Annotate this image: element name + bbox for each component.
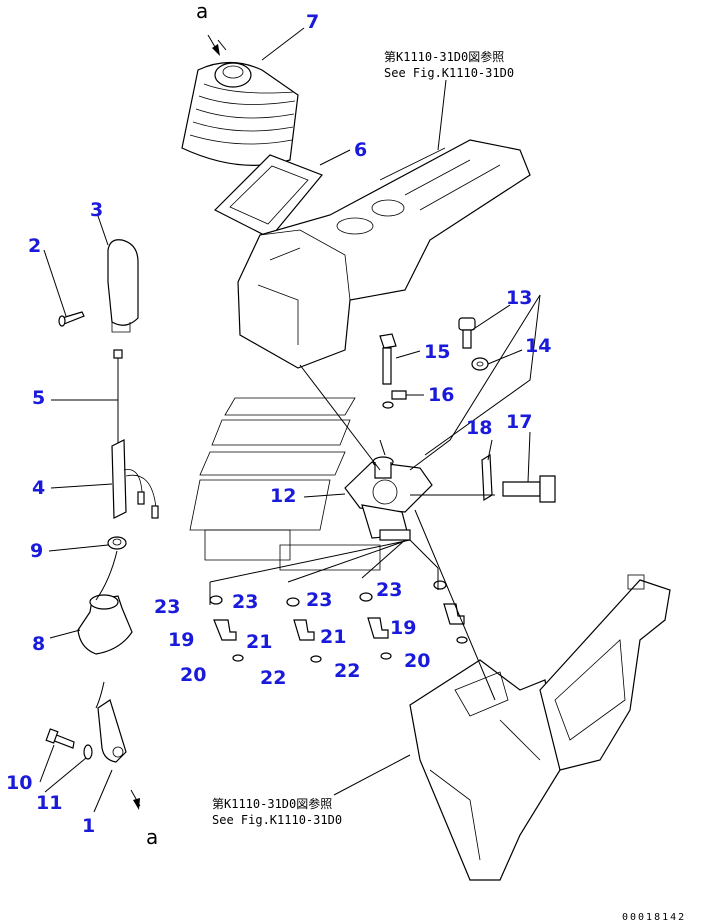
callout-23-d: 23 — [376, 579, 402, 601]
callout-16: 16 — [428, 384, 454, 406]
screw-part-2 — [58, 311, 85, 327]
valve-part-12 — [344, 456, 433, 541]
callout-5: 5 — [32, 387, 45, 409]
callout-12: 12 — [270, 485, 296, 507]
cable-part-5 — [113, 349, 123, 446]
bolt-part-13 — [458, 317, 476, 349]
callout-21-b: 21 — [320, 626, 346, 648]
callout-23-c: 23 — [306, 589, 332, 611]
callout-18: 18 — [466, 417, 492, 439]
console-cover — [237, 139, 531, 369]
bracket-part-18 — [481, 453, 493, 502]
callout-4: 4 — [32, 477, 45, 499]
callout-7: 7 — [306, 11, 319, 33]
callout-10: 10 — [6, 772, 32, 794]
callout-11: 11 — [36, 792, 62, 814]
washer-part-14 — [471, 357, 489, 371]
callout-2: 2 — [28, 235, 41, 257]
callout-20-a: 20 — [180, 664, 206, 686]
washer-part-11 — [83, 744, 93, 760]
callout-19-a: 19 — [168, 629, 194, 651]
grip-part-3 — [107, 239, 139, 333]
callout-17: 17 — [506, 411, 532, 433]
boot-part-7 — [181, 61, 299, 166]
nut-part-9 — [107, 536, 127, 550]
base-plate-ghost — [189, 397, 381, 571]
plugs-parts-20-22 — [232, 636, 468, 663]
callout-23-a: 23 — [154, 596, 180, 618]
reference-bottom-en: See Fig.K1110-31D0 — [212, 813, 342, 827]
callout-6: 6 — [354, 139, 367, 161]
plate-part-6 — [213, 154, 323, 239]
document-id: 00018142 — [622, 912, 686, 923]
callout-23-b: 23 — [232, 591, 258, 613]
orings-part-23 — [209, 580, 447, 607]
pin-part-16 — [382, 390, 407, 409]
callout-20-b: 20 — [404, 650, 430, 672]
marker-top: a — [196, 0, 208, 23]
callout-21-a: 21 — [246, 631, 272, 653]
callout-22-b: 22 — [334, 660, 360, 682]
reference-bottom-jp: 第K1110-31D0図参照 — [212, 796, 332, 811]
callout-19-b: 19 — [390, 617, 416, 639]
leader-lines — [39, 27, 541, 813]
callout-22-a: 22 — [260, 667, 286, 689]
callout-14: 14 — [525, 335, 551, 357]
bellows-part-8 — [77, 594, 133, 655]
connector-lines — [209, 539, 439, 605]
reference-top-en: See Fig.K1110-31D0 — [384, 66, 514, 80]
switch-part-4 — [111, 439, 159, 519]
bolt-part-17 — [502, 475, 556, 503]
arrow-top-icon — [207, 34, 220, 56]
frame-assembly — [409, 574, 671, 881]
bolt-part-10 — [45, 728, 75, 749]
bolt-part-15 — [379, 333, 397, 385]
callout-15: 15 — [424, 341, 450, 363]
callout-8: 8 — [32, 633, 45, 655]
callout-3: 3 — [90, 199, 103, 221]
callout-13: 13 — [506, 287, 532, 309]
callout-1: 1 — [82, 815, 95, 837]
arrow-bottom-icon — [133, 798, 140, 810]
callout-9: 9 — [30, 540, 43, 562]
marker-bottom: a — [146, 825, 158, 849]
reference-top-jp: 第K1110-31D0図参照 — [384, 49, 504, 64]
lever-part-1 — [95, 681, 127, 763]
fittings-parts-19-21 — [213, 603, 465, 641]
